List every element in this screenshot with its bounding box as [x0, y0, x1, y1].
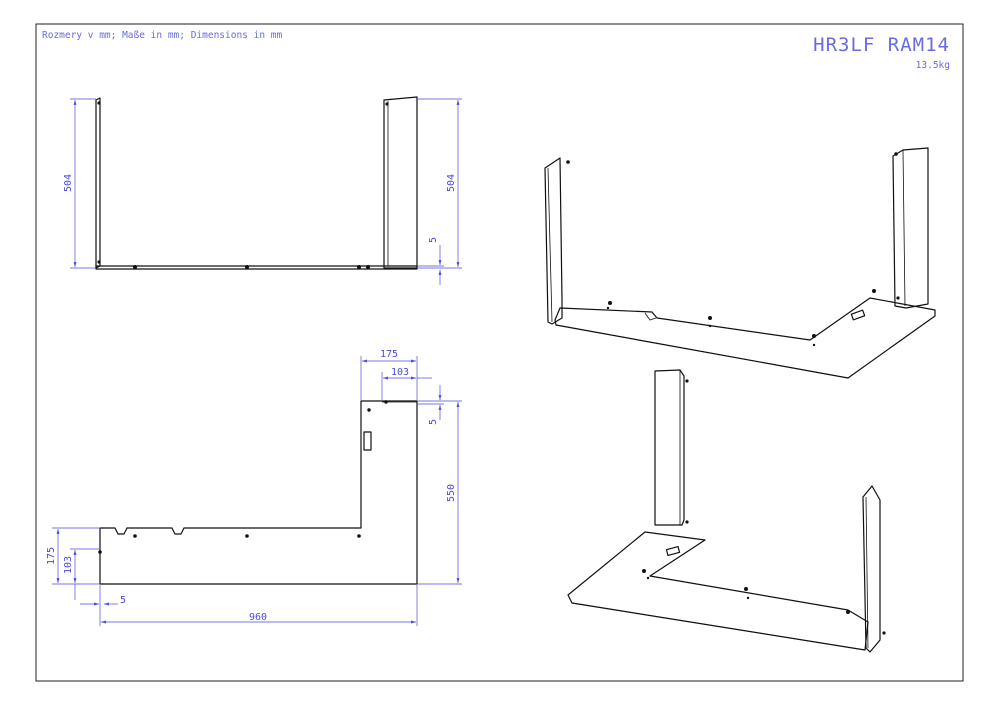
- dim-top-left-103: 103: [63, 556, 74, 574]
- dim-top-total-width: 960: [249, 612, 267, 623]
- dim-top-leg-width: 175: [380, 349, 398, 360]
- dim-top-wall: 5: [428, 419, 439, 425]
- iso-view-exploded: [567, 369, 886, 653]
- dim-top-bottom-5: 5: [120, 595, 126, 606]
- dim-top-left-175: 175: [46, 547, 57, 565]
- dim-front-left-height: 504: [63, 174, 74, 192]
- iso-view-assembled: [544, 147, 936, 379]
- top-view: 175 103 5 550 175 103 5 960: [46, 349, 462, 626]
- drawing-title: HR3LF RAM14: [813, 34, 950, 56]
- dim-top-leg-length: 550: [446, 484, 457, 502]
- sheet-border: [35, 23, 964, 682]
- units-note: Rozmery v mm; Maße in mm; Dimensions in …: [42, 30, 282, 41]
- dim-front-base-thickness: 5: [428, 237, 439, 243]
- weight-label: 13.5kg: [916, 60, 950, 71]
- dim-front-right-height: 504: [446, 174, 457, 192]
- front-view: 504 504 5: [63, 96, 462, 285]
- dim-top-leg-inner: 103: [391, 367, 409, 378]
